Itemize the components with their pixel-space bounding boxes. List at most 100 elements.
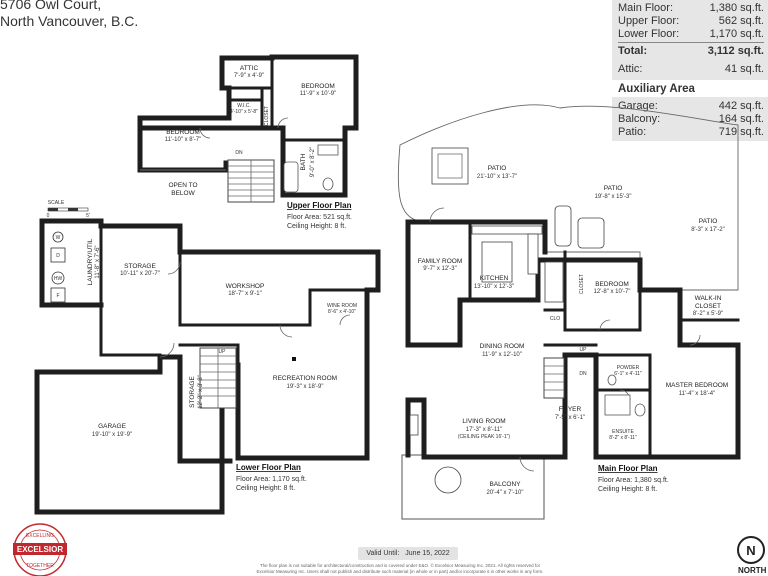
room-name-kitchen: KITCHEN [480, 275, 509, 282]
room-dim-storage: 10'-11" x 20'-7" [120, 271, 160, 277]
north-glyph: N [746, 543, 755, 558]
main-stair-dn-label: DN [579, 371, 587, 377]
room-name-wine: WINE ROOM [327, 303, 357, 309]
room-dim-family: 9'-7" x 12'-3" [423, 266, 457, 272]
room-name-family: FAMILY ROOM [418, 258, 463, 265]
scale-five: 5' [86, 213, 90, 219]
open-to-below-line-2: BELOW [171, 190, 195, 197]
room-dim-patio-3: 8'-3" x 17'-2" [691, 227, 725, 233]
room-name-patio-1: PATIO [488, 165, 507, 172]
room-name-balcony: BALCONY [489, 481, 521, 488]
appliance-dryer-label: D [56, 253, 60, 259]
room-dim-upper-bedroom-1: 11'-10" x 8'-7" [165, 137, 201, 143]
room-dim-upper-bath: 9'-0" x 8'-2" [310, 147, 316, 177]
auxiliary-area-panel: Garage:442 sq.ft. Balcony:164 sq.ft. Pat… [612, 97, 768, 141]
main-stair-up-label: UP [580, 347, 588, 353]
room-name-storage-2: STORAGE [189, 376, 196, 408]
room-dim-garage: 19'-10" x 19'-9" [92, 432, 132, 438]
valid-until-date: June 15, 2022 [405, 550, 450, 557]
summary-row-lower: Lower Floor:1,170 sq.ft. [618, 28, 764, 40]
auxiliary-area-title: Auxiliary Area [618, 83, 695, 95]
room-dim-laundry: 11'-8" x 7'-6" [95, 245, 101, 278]
room-name-laundry: LAUNDRY/UTIL [87, 238, 94, 285]
room-name-recreation: RECREATION ROOM [273, 375, 337, 382]
summary-row-total: Total:3,112 sq.ft. [618, 45, 764, 57]
logo-ring-top: EXCELLING [26, 533, 54, 539]
room-name-main-closet: CLOSET [579, 274, 585, 294]
lower-floor-area: Floor Area: 1,170 sq.ft. [236, 476, 307, 483]
room-name-main-bedroom: BEDROOM [595, 281, 629, 288]
main-floor-area: Floor Area: 1,380 sq.ft. [598, 477, 669, 484]
room-dim-patio-2: 19'-8" x 15'-3" [595, 194, 632, 200]
aux-row-garage: Garage:442 sq.ft. [618, 100, 764, 112]
room-dim-patio-1: 21'-10" x 13'-7" [477, 174, 517, 180]
room-dim-kitchen: 13'-10" x 12'-3" [474, 284, 514, 290]
lower-stair-up-label: UP [219, 349, 227, 355]
room-note-living: (CEILING PEAK 16'-1") [458, 434, 511, 440]
room-name-foyer: FOYER [559, 406, 582, 413]
room-dim-upper-bedroom-2: 11'-9" x 10'-9" [300, 91, 336, 97]
room-dim-foyer: 7'-5" x 6'-1" [555, 415, 585, 421]
room-name-garage: GARAGE [98, 423, 126, 430]
room-name-walkin-line-2: CLOSET [695, 303, 721, 310]
main-floor-ceiling: Ceiling Height: 8 ft. [598, 486, 657, 493]
room-dim-workshop: 18'-7" x 9'-1" [228, 291, 262, 297]
upper-floor-area: Floor Area: 521 sq.ft. [287, 214, 352, 221]
room-name-dining: DINING ROOM [480, 343, 525, 350]
room-dim-wic: 4'-10" x 5'-8" [230, 109, 258, 115]
open-to-below-line-1: OPEN TO [168, 182, 197, 189]
room-dim-attic: 7'-9" x 4'-9" [234, 73, 264, 79]
north-label: NORTH [738, 566, 767, 575]
room-name-clo: CLO [550, 316, 560, 322]
summary-row-main: Main Floor:1,380 sq.ft. [618, 2, 764, 14]
room-name-attic: ATTIC [240, 65, 259, 72]
north-arrow-icon: N [737, 536, 765, 564]
room-dim-master: 11'-4" x 18'-4" [679, 391, 715, 397]
scale-label: SCALE [48, 200, 65, 206]
room-name-powder: POWDER [617, 365, 640, 371]
room-dim-ensuite: 8'-2" x 8'-11" [609, 435, 637, 441]
room-name-ensuite: ENSUITE [612, 429, 634, 435]
room-name-walkin-line-1: WALK-IN [695, 295, 722, 302]
disclaimer-line-2: Excelsior Measuring Inc. Users shall not… [256, 569, 544, 574]
scale-zero: 0 [47, 213, 50, 219]
room-dim-wine: 8'-6" x 4'-10" [328, 309, 356, 315]
room-name-storage: STORAGE [124, 263, 156, 270]
aux-row-patio: Patio:719 sq.ft. [618, 126, 764, 138]
main-floor-title: Main Floor Plan [598, 464, 658, 473]
disclaimer-line-1: The floor plan is not suitable for archi… [259, 563, 541, 568]
room-name-patio-2: PATIO [604, 185, 623, 192]
upper-stair-dn-label: DN [235, 150, 243, 156]
room-name-living: LIVING ROOM [462, 418, 505, 425]
logo-text: EXCELSIOR [17, 545, 63, 554]
room-name-workshop: WORKSHOP [226, 283, 265, 290]
logo-ring-bottom: TOGETHER [26, 563, 54, 569]
area-summary-panel: Main Floor:1,380 sq.ft. Upper Floor:562 … [612, 0, 768, 80]
room-dim-powder: 6'-1" x 4'-11" [614, 371, 642, 377]
room-dim-living: 17'-3" x 8'-11" [466, 427, 502, 433]
upper-floor-ceiling: Ceiling Height: 8 ft. [287, 223, 346, 230]
address-line-2: North Vancouver, B.C. [0, 13, 139, 29]
summary-row-attic: Attic:41 sq.ft. [618, 63, 764, 75]
valid-until-badge: Valid Until: June 15, 2022 [358, 547, 458, 560]
room-name-wic: W.I.C. [237, 103, 251, 109]
lower-floor-title: Lower Floor Plan [236, 463, 301, 472]
appliance-water-heater-label: HW [54, 276, 63, 282]
lower-floor-plan: SCALE 0 5' W D HW F [34, 200, 381, 515]
upper-floor-title: Upper Floor Plan [287, 201, 352, 210]
summary-row-upper: Upper Floor:562 sq.ft. [618, 15, 764, 27]
room-dim-dining: 11'-9" x 12'-10" [482, 352, 522, 358]
main-floor-plan: PATIO 21'-10" x 13'-7" PATIO 19'-8" x 15… [397, 104, 741, 520]
excelsior-logo: EXCELSIOR EXCELLING TOGETHER [13, 523, 67, 576]
room-name-upper-bedroom-2: BEDROOM [301, 83, 335, 90]
room-dim-balcony: 20'-4" x 7'-10" [487, 490, 524, 496]
valid-until-label: Valid Until: [366, 550, 400, 557]
room-name-upper-bedroom-1: BEDROOM [166, 129, 200, 136]
upper-floor-plan: ATTIC 7'-9" x 4'-9" BEDROOM 11'-9" x 10'… [137, 54, 359, 230]
room-dim-main-bedroom: 12'-8" x 10'-7" [594, 289, 631, 295]
room-name-patio-3: PATIO [699, 218, 718, 225]
aux-row-balcony: Balcony:164 sq.ft. [618, 113, 764, 125]
room-name-upper-bath: BATH [300, 153, 307, 170]
address-line-1: 5706 Owl Court, [0, 0, 102, 12]
